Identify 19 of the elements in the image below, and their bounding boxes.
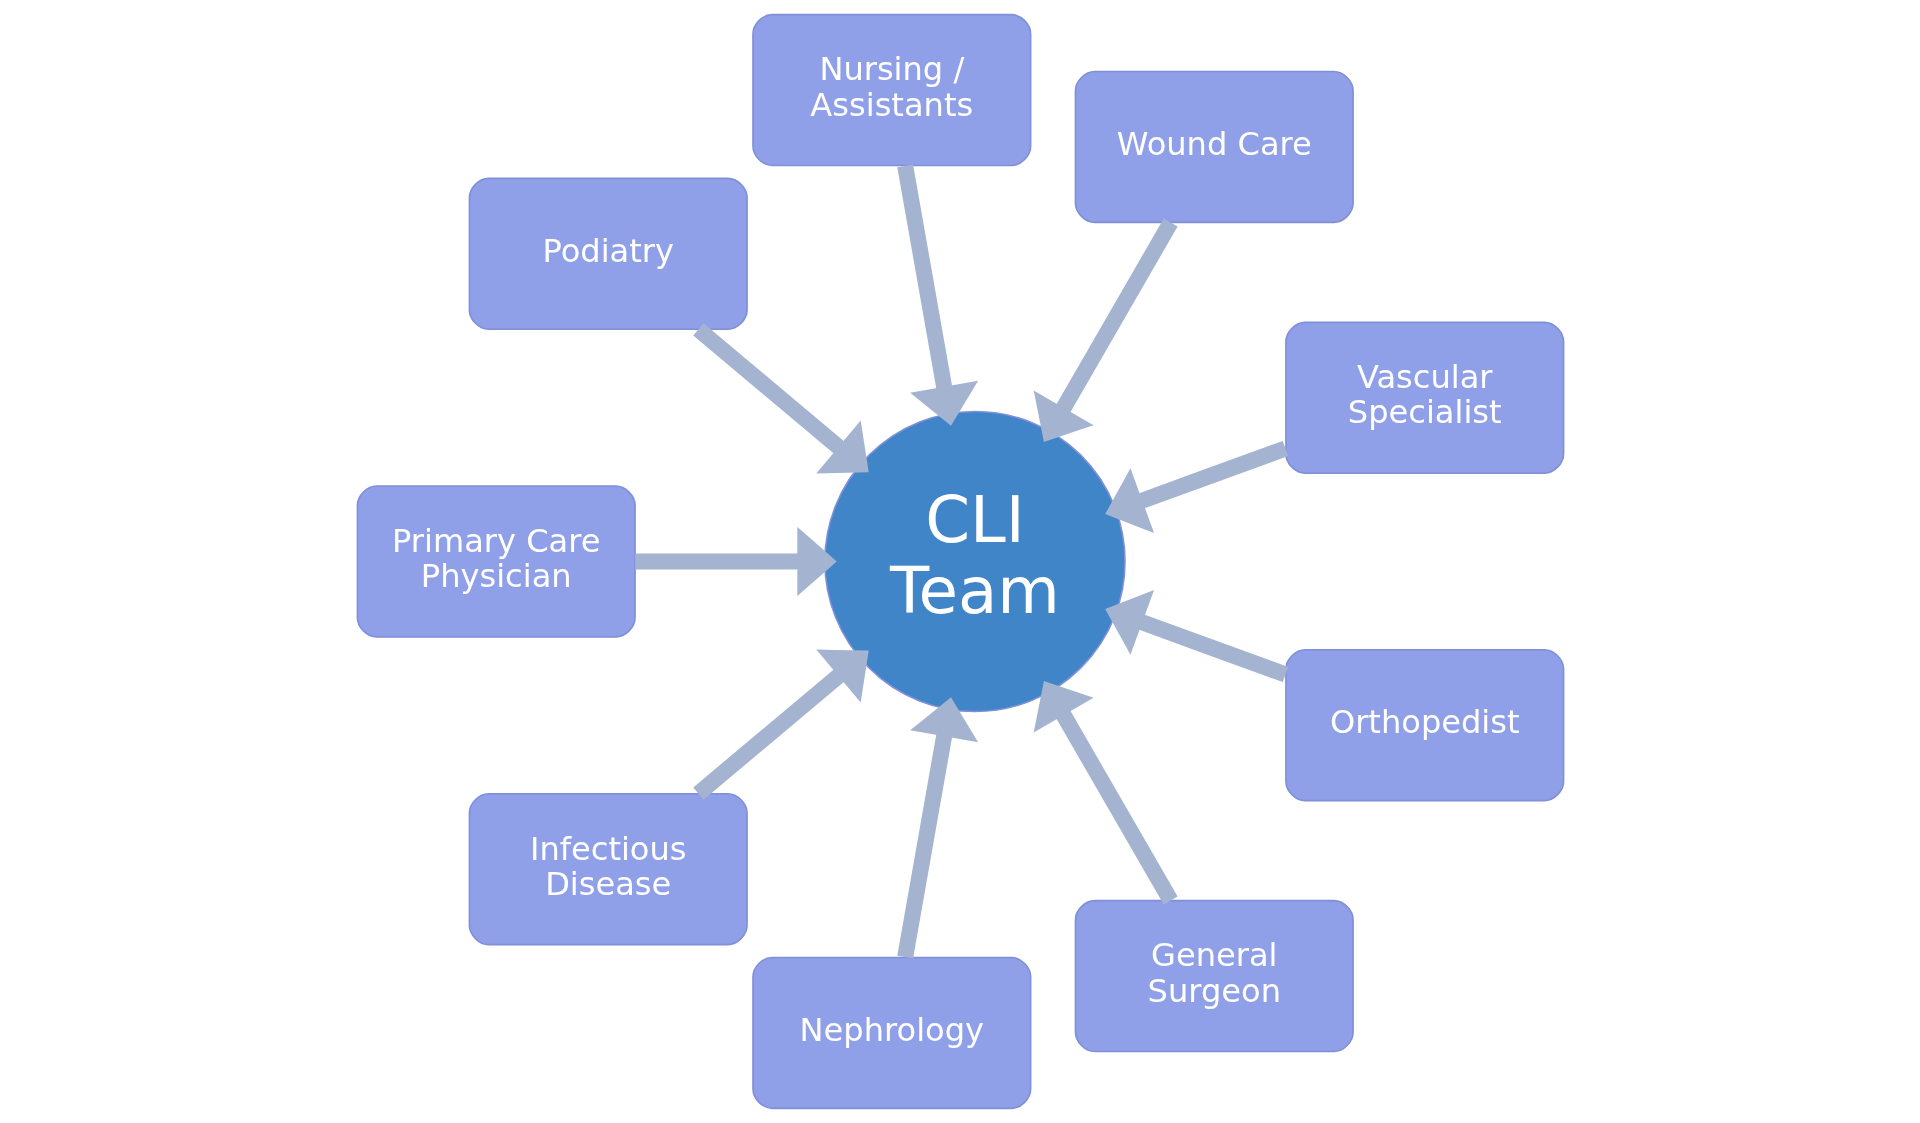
node-circle: CLI Team (823, 410, 1126, 713)
node-box: Infectious Disease (468, 792, 748, 946)
arrow (692, 323, 869, 474)
arrow (1033, 680, 1178, 905)
arrow (896, 164, 978, 426)
node-box: Nephrology (751, 956, 1031, 1110)
arrow (896, 697, 978, 959)
node-box: Nursing / Assistants (751, 13, 1031, 167)
node-box: Wound Care (1074, 70, 1354, 224)
node-box: General Surgeon (1074, 899, 1354, 1053)
arrow (1104, 440, 1288, 534)
node-box: Orthopedist (1284, 649, 1564, 802)
arrow (692, 649, 869, 800)
arrow (634, 526, 837, 597)
node-box: Podiatry (468, 177, 748, 331)
node-box: Vascular Specialist (1284, 321, 1564, 474)
node-box: Primary Care Physician (356, 485, 636, 638)
arrow (1033, 218, 1178, 443)
arrow (1104, 589, 1288, 683)
